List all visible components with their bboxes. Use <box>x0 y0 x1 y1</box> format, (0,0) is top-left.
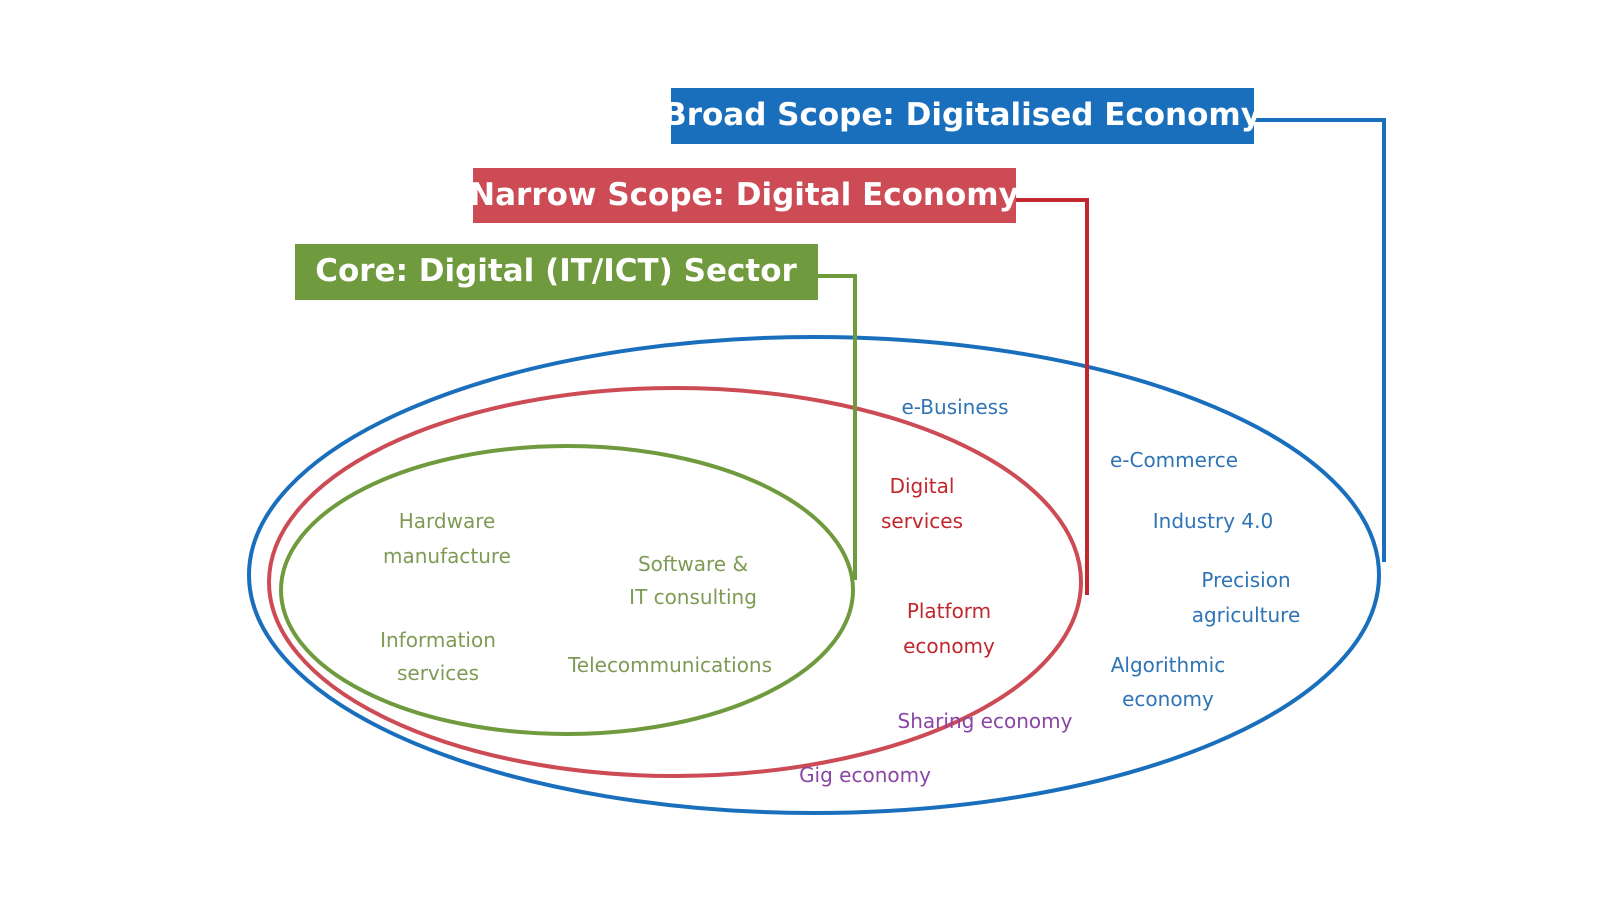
broad-scope-connector <box>1254 118 1386 562</box>
svg-text:services: services <box>881 509 963 533</box>
svg-text:Precision: Precision <box>1201 568 1290 592</box>
narrow-scope-ellipse <box>267 386 1083 778</box>
narrow-scope-label: Narrow Scope: Digital Economy <box>469 168 1019 223</box>
broad-scope-title: Broad Scope: Digitalised Economy <box>663 97 1261 133</box>
svg-text:Hardware: Hardware <box>399 509 496 533</box>
item-industry-4: Industry 4.0 <box>1153 509 1273 533</box>
item-sharing-economy: Sharing economy <box>898 709 1073 733</box>
item-e-business: e-Business <box>901 395 1008 419</box>
svg-text:Software &: Software & <box>638 552 748 576</box>
narrow-scope-connector <box>1016 198 1089 595</box>
broad-scope-ellipse <box>247 335 1381 815</box>
svg-text:Platform: Platform <box>907 599 991 623</box>
broad-scope-label: Broad Scope: Digitalised Economy <box>663 88 1261 144</box>
item-e-commerce: e-Commerce <box>1110 448 1238 472</box>
core-connector <box>818 274 857 580</box>
core-label: Core: Digital (IT/ICT) Sector <box>295 244 818 300</box>
svg-text:IT consulting: IT consulting <box>629 585 757 609</box>
svg-text:economy: economy <box>903 634 995 658</box>
svg-text:economy: economy <box>1122 687 1214 711</box>
item-gig-economy: Gig economy <box>799 763 931 787</box>
narrow-scope-title: Narrow Scope: Digital Economy <box>469 177 1019 213</box>
item-algorithmic-economy: Algorithmic economy <box>1111 653 1226 711</box>
svg-text:services: services <box>397 661 479 685</box>
item-software-it-consulting: Software & IT consulting <box>629 552 757 609</box>
core-ellipse <box>279 444 855 736</box>
item-platform-economy: Platform economy <box>903 599 995 658</box>
svg-text:agriculture: agriculture <box>1192 603 1301 627</box>
core-title: Core: Digital (IT/ICT) Sector <box>315 253 797 289</box>
item-telecommunications: Telecommunications <box>567 653 772 677</box>
item-precision-agriculture: Precision agriculture <box>1192 568 1301 627</box>
svg-text:Information: Information <box>380 628 496 652</box>
svg-text:manufacture: manufacture <box>383 544 511 568</box>
item-digital-services: Digital services <box>881 474 963 533</box>
svg-text:Algorithmic: Algorithmic <box>1111 653 1226 677</box>
item-hardware-manufacture: Hardware manufacture <box>383 509 511 568</box>
item-information-services: Information services <box>380 628 496 685</box>
svg-text:Digital: Digital <box>890 474 955 498</box>
